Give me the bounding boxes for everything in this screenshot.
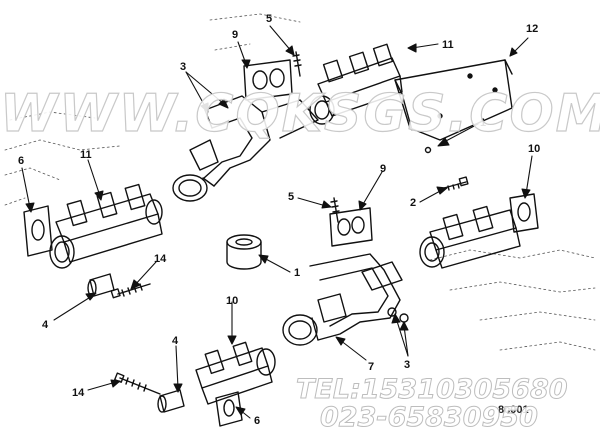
lower-manifold-part-10 — [195, 341, 276, 427]
heat-shield-part-12 — [394, 59, 513, 154]
callout-10-lower: 10 — [226, 295, 238, 307]
center-gasket-part-9 — [329, 207, 373, 247]
center-manifold-part-7 — [282, 253, 409, 346]
drawing-code: 8c001 — [498, 404, 529, 416]
lower-sleeve-part-4 — [157, 389, 185, 413]
callout-11-upper: 11 — [442, 39, 454, 51]
callout-14-lower: 14 — [72, 387, 85, 399]
callout-9-upper: 9 — [232, 29, 238, 41]
callout-3-upper: 3 — [180, 61, 186, 73]
callout-6-lower: 6 — [254, 415, 260, 427]
left-bolt-part-14 — [110, 283, 151, 299]
upper-right-manifold-part-11 — [309, 43, 403, 125]
engine-background-sketch — [4, 13, 596, 351]
callout-6-upper: 6 — [18, 155, 24, 167]
center-stud-part-5 — [330, 197, 340, 223]
spacer-ring-part-1 — [226, 234, 262, 270]
right-manifold-part-10 — [419, 193, 539, 269]
callout-9-center: 9 — [380, 163, 386, 175]
callout-12: 12 — [526, 23, 538, 35]
upper-stud-part-5 — [292, 51, 302, 77]
upper-turbo-elbow — [172, 95, 319, 202]
upper-gasket-part-9 — [243, 59, 293, 101]
lower-bolt-part-14 — [114, 372, 161, 395]
left-manifold-part-11 — [49, 183, 163, 269]
callout-3-center: 3 — [404, 359, 410, 371]
left-sleeve-part-4 — [87, 273, 115, 297]
callout-labels: 12 11 5 9 3 1 6 11 10 2 5 9 1 14 4 10 7 … — [18, 13, 540, 427]
callout-5-center: 5 — [288, 191, 294, 203]
callout-2: 2 — [410, 197, 416, 209]
upper-left-gasket-part-6 — [23, 205, 53, 257]
leader-lines — [21, 25, 533, 419]
callout-1-center: 1 — [294, 267, 300, 279]
callout-4-upper: 4 — [42, 319, 49, 331]
bolt-part-2 — [443, 176, 469, 191]
callout-14-upper: 14 — [154, 253, 167, 265]
callout-10-right: 10 — [528, 143, 540, 155]
callout-5-upper: 5 — [266, 13, 272, 25]
callout-11-left: 11 — [80, 149, 92, 161]
callout-7: 7 — [368, 361, 374, 373]
callout-1-upper: 1 — [480, 117, 486, 129]
callout-4-lower: 4 — [172, 335, 179, 347]
